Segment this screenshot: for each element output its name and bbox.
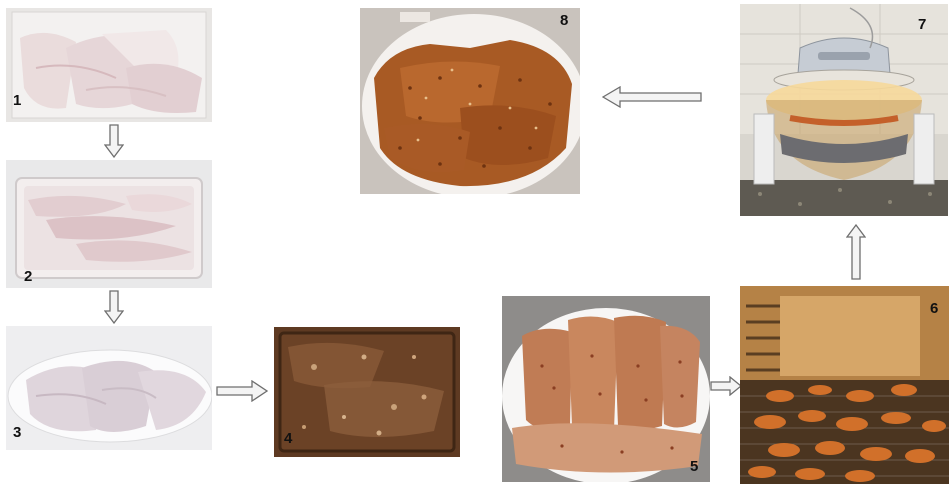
- step-8-photo: [360, 8, 580, 194]
- step-3-photo: [6, 326, 212, 450]
- arrow-right-3-to-4: [216, 380, 268, 402]
- step-5-number: 5: [690, 458, 698, 475]
- step-8-number: 8: [560, 12, 568, 29]
- arrow-up-6-to-7: [846, 224, 866, 280]
- arrow-right-5-to-6: [710, 376, 742, 396]
- arrow-down-1-to-2: [104, 124, 124, 158]
- step-3-number: 3: [13, 424, 21, 441]
- step-1-number: 1: [13, 92, 21, 109]
- step-5-photo: [502, 296, 710, 482]
- step-6-photo: [740, 286, 949, 484]
- step-4-photo: [274, 327, 460, 457]
- step-7-number: 7: [918, 16, 926, 33]
- step-2-number: 2: [24, 268, 32, 285]
- arrow-left-7-to-8: [602, 86, 702, 108]
- step-1-photo: [6, 8, 212, 122]
- arrow-down-2-to-3: [104, 290, 124, 324]
- step-4-number: 4: [284, 430, 292, 447]
- step-2-photo: [6, 160, 212, 288]
- step-7-photo: [740, 4, 948, 216]
- step-6-number: 6: [930, 300, 938, 317]
